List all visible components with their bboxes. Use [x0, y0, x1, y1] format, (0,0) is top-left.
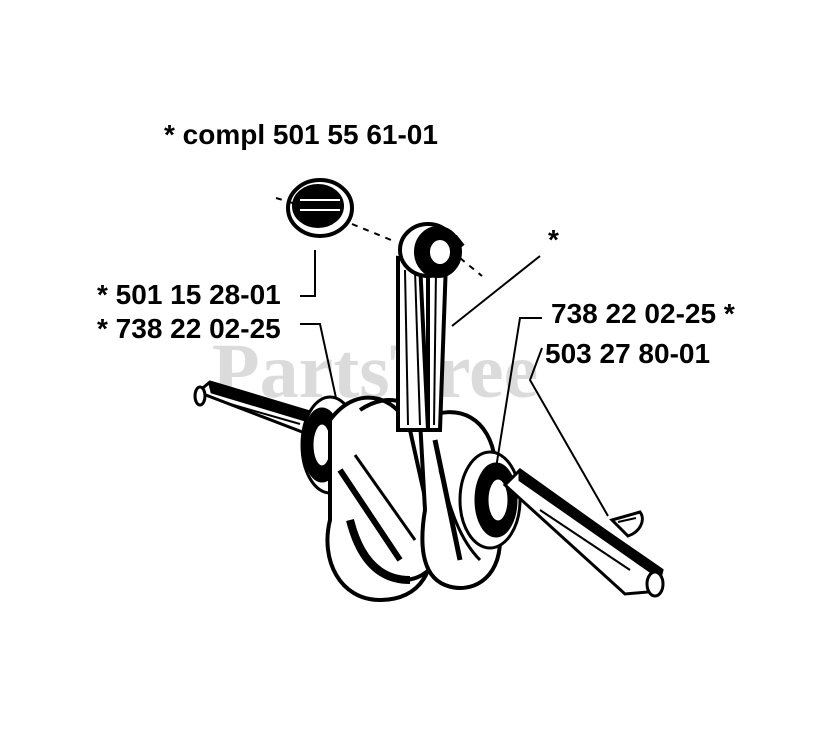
woodruff-key [609, 510, 644, 538]
left-bearing-part-label: * 738 22 02-25 [97, 313, 281, 344]
needle-bearing [286, 178, 354, 238]
needle-bearing-part-label: * 501 15 28-01 [97, 279, 281, 310]
key-part-label: 503 27 80-01 [545, 338, 711, 369]
small-end-eye [398, 222, 465, 278]
right-shaft [502, 468, 665, 598]
connecting-rod-asterisk: * [548, 224, 559, 255]
connecting-rod [396, 255, 449, 432]
right-bearing-part-label: 738 22 02-25 * [551, 298, 735, 329]
kit-part-number-label: * compl 501 55 61-01 [164, 119, 438, 150]
assembly-lines [275, 197, 483, 277]
leader-lines [300, 250, 609, 517]
right-bearing [458, 450, 522, 550]
